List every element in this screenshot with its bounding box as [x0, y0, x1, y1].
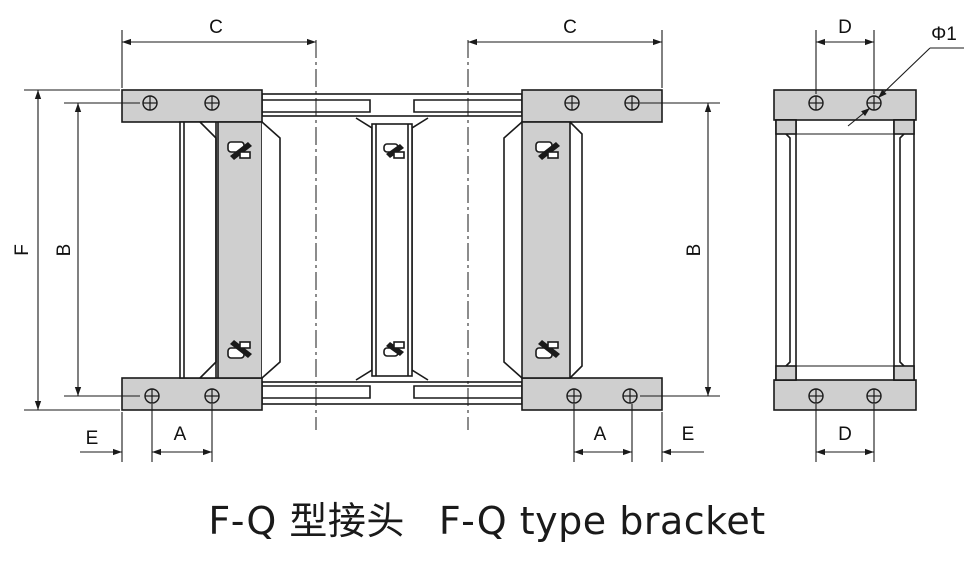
- middle-link: [261, 93, 523, 405]
- label-d-bottom: D: [838, 424, 852, 445]
- figure-caption: F-Q 型接头 F-Q type bracket: [0, 490, 974, 545]
- dimensions-front: [24, 30, 720, 462]
- label-a-right: A: [594, 424, 607, 445]
- left-bracket: [121, 89, 281, 411]
- label-phi: Φ1: [931, 24, 957, 45]
- label-b-left: B: [54, 244, 75, 257]
- dimensions-side: [815, 30, 964, 462]
- label-e-right: E: [682, 424, 695, 445]
- label-e-left: E: [86, 428, 99, 449]
- label-f: F: [12, 244, 33, 256]
- label-d-top: D: [838, 17, 852, 38]
- label-c-right: C: [563, 17, 577, 38]
- label-a-left: A: [174, 424, 187, 445]
- caption-chinese: F-Q 型接头: [208, 499, 405, 543]
- caption-english: F-Q type bracket: [438, 499, 766, 543]
- side-view: [773, 89, 917, 411]
- label-c-left: C: [209, 17, 223, 38]
- right-bracket: [503, 89, 663, 411]
- front-view: [121, 40, 663, 430]
- label-b-right: B: [684, 244, 705, 257]
